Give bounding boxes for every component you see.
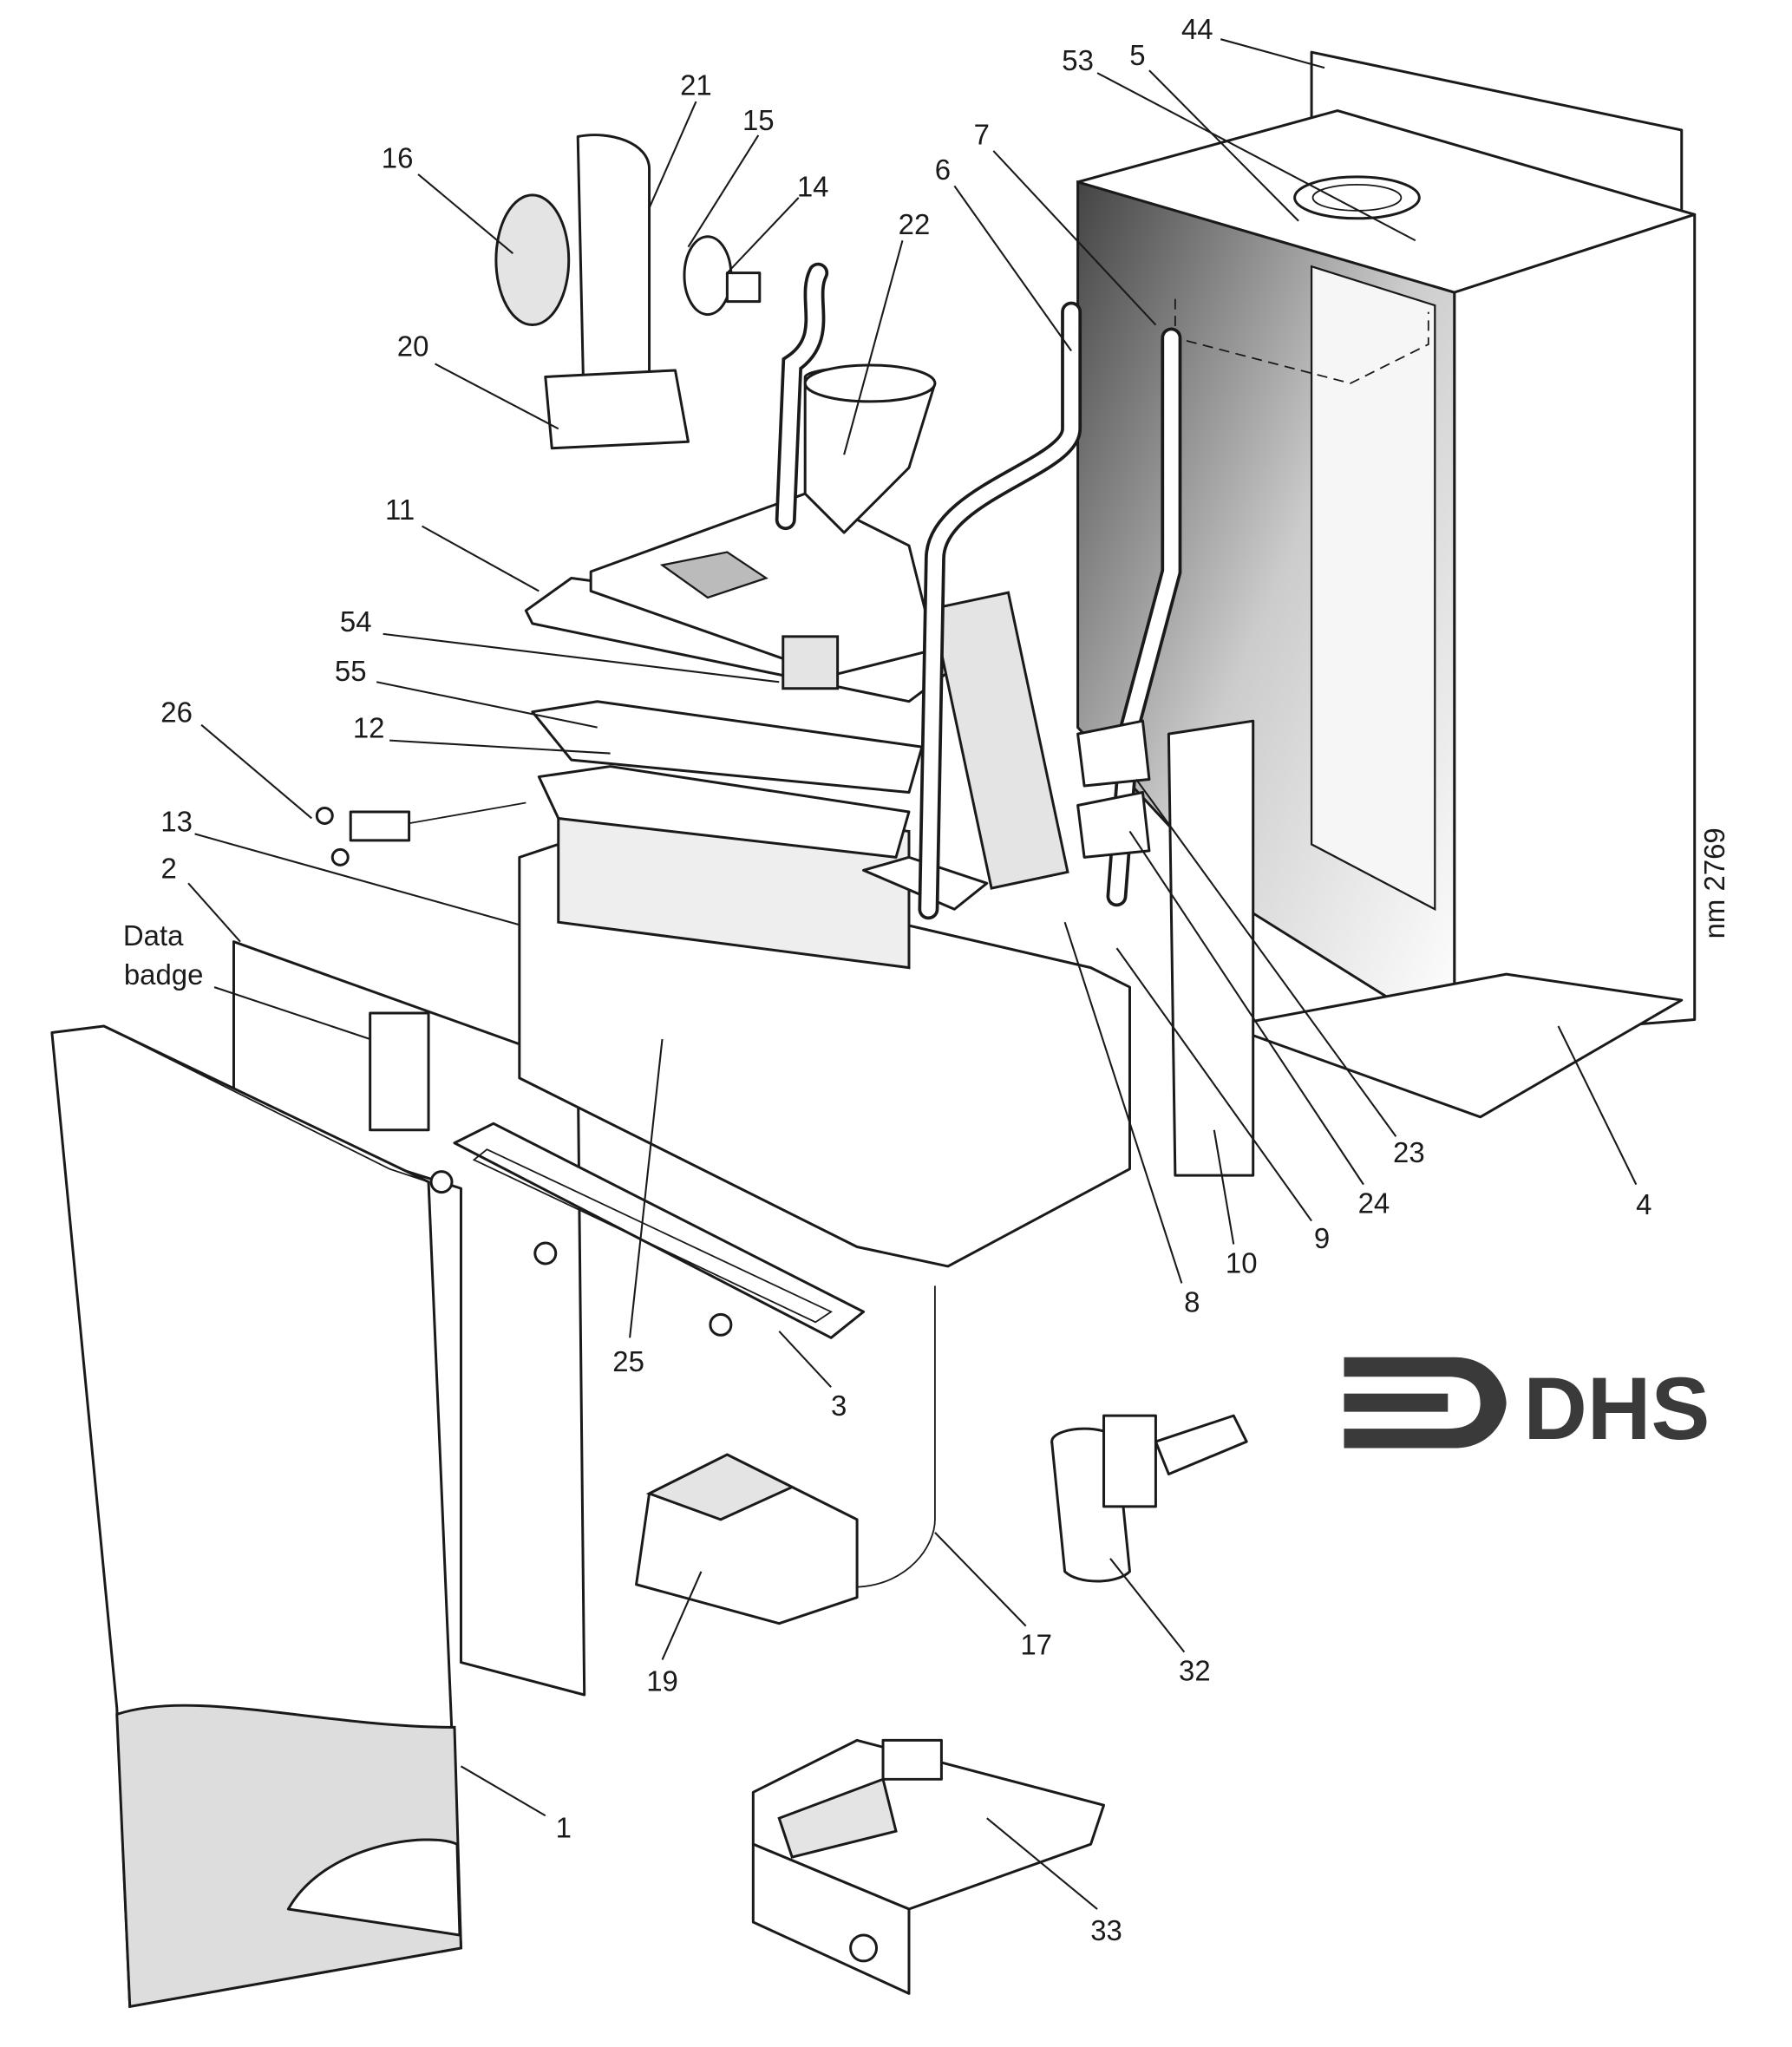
gas-valve xyxy=(635,1285,936,1625)
label-32: 32 xyxy=(1179,1655,1211,1687)
control-box-33 xyxy=(751,1738,1106,1995)
leader-lines xyxy=(187,38,1638,1910)
gasket-55 xyxy=(531,700,924,795)
dhs-logo: DHS xyxy=(1344,1357,1710,1458)
dhs-logo-text: DHS xyxy=(1523,1359,1710,1458)
label-24: 24 xyxy=(1358,1187,1390,1220)
valve-24 xyxy=(1076,791,1151,859)
label-55: 55 xyxy=(335,655,367,687)
data-badge xyxy=(369,1011,430,1132)
electrode-box xyxy=(782,635,840,690)
label-4: 4 xyxy=(1636,1188,1651,1220)
ignition-electrode xyxy=(315,801,526,867)
gasket-12 xyxy=(537,765,911,859)
label-44: 44 xyxy=(1181,13,1213,45)
combustion-chamber xyxy=(518,363,1131,1268)
drawing-reference: nm 2769 xyxy=(1698,827,1730,938)
label-17: 17 xyxy=(1020,1629,1052,1661)
label-15: 15 xyxy=(742,104,775,136)
label-8: 8 xyxy=(1184,1285,1200,1318)
label-20: 20 xyxy=(397,330,429,362)
label-10: 10 xyxy=(1226,1246,1258,1279)
label-21: 21 xyxy=(680,69,712,101)
label-54: 54 xyxy=(340,605,372,638)
data-badge-label-line1: Data xyxy=(123,919,184,952)
fan-assembly xyxy=(494,134,762,450)
part-labels: 44 53 5 21 15 16 14 22 6 7 20 11 54 55 2… xyxy=(123,13,1730,1946)
bracket-20 xyxy=(544,369,690,450)
label-1: 1 xyxy=(556,1812,572,1844)
label-12: 12 xyxy=(353,712,385,744)
side-panel-10 xyxy=(1167,719,1255,1177)
bottom-panel-4 xyxy=(1226,972,1684,1119)
label-33: 33 xyxy=(1090,1914,1122,1946)
label-13: 13 xyxy=(160,805,193,837)
diverter-32 xyxy=(1050,1414,1248,1583)
valve-23 xyxy=(1076,719,1151,788)
label-25: 25 xyxy=(612,1345,644,1377)
label-19: 19 xyxy=(646,1665,678,1697)
label-16: 16 xyxy=(382,141,414,173)
label-14: 14 xyxy=(797,170,829,202)
data-badge-label-line2: badge xyxy=(124,958,204,991)
label-11: 11 xyxy=(385,494,415,526)
label-23: 23 xyxy=(1393,1136,1425,1168)
label-5: 5 xyxy=(1129,39,1145,71)
label-53: 53 xyxy=(1062,44,1094,76)
label-3: 3 xyxy=(831,1390,847,1422)
label-7: 7 xyxy=(974,118,990,150)
front-panel xyxy=(50,940,586,2009)
gasket-strip-3 xyxy=(429,1122,866,1339)
label-22: 22 xyxy=(899,208,931,240)
label-9: 9 xyxy=(1314,1222,1330,1254)
label-6: 6 xyxy=(935,154,951,186)
label-26: 26 xyxy=(160,697,193,729)
pipes xyxy=(775,262,1255,1177)
label-2: 2 xyxy=(160,852,176,884)
